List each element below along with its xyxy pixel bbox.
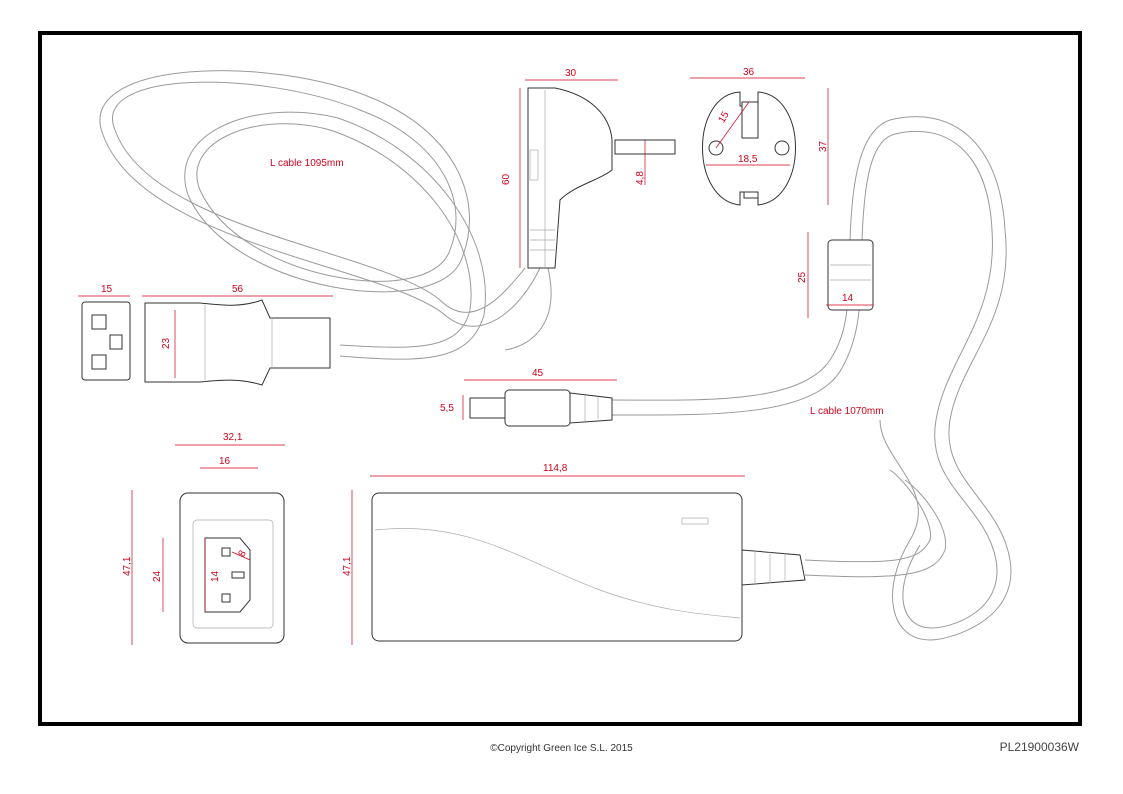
dim-c13-height: 23 <box>161 337 172 349</box>
c13-front <box>81 301 131 381</box>
c13-side <box>144 299 331 386</box>
label-dc-cable-length: L cable 1070mm <box>810 406 884 417</box>
dim-body-length: 114,8 <box>543 463 568 474</box>
euro-plug-side <box>527 87 676 269</box>
dim-ferrite-diameter: 14 <box>842 293 854 304</box>
schuko-dims: 36 37 18,5 15 <box>690 67 829 205</box>
dim-body-height: 47,1 <box>342 556 353 576</box>
plug-side-dims: 30 60 4,8 <box>501 68 646 268</box>
dim-dc-length: 45 <box>532 368 544 379</box>
dc-plug-dims: 45 5,5 <box>440 368 617 420</box>
inlet-dims: 32,1 16 47,1 24 14 8 <box>122 432 285 645</box>
body-dims: 114,8 47,1 <box>342 463 745 645</box>
c13-dims: 15 56 23 <box>78 284 333 378</box>
dim-inlet-height: 47,1 <box>122 556 133 576</box>
part-number: PL21900036W <box>999 740 1079 754</box>
dim-c13-length: 56 <box>232 284 244 295</box>
copyright-text: ©Copyright Green Ice S.L. 2015 <box>490 743 633 754</box>
dim-pin-diameter: 4,8 <box>635 171 646 185</box>
dim-c13-width: 15 <box>101 284 113 295</box>
dim-pin-spacing: 18,5 <box>738 154 758 165</box>
dim-face-width: 36 <box>743 67 755 78</box>
drawing-frame <box>38 31 1082 726</box>
dim-plug-height: 60 <box>501 173 512 185</box>
label-ac-cable-length: L cable 1095mm <box>270 158 344 169</box>
dim-socket-height: 14 <box>210 570 221 582</box>
adapter-inlet-view <box>179 492 285 644</box>
dim-socket-depth: 8 <box>237 548 250 559</box>
dim-inlet-inner-height: 24 <box>152 570 163 582</box>
schuko-plug-face <box>702 91 796 206</box>
dim-plug-width: 30 <box>565 68 577 79</box>
dc-plug <box>469 389 613 427</box>
dim-face-height: 37 <box>818 140 829 152</box>
adapter-body <box>371 492 806 642</box>
ac-cable <box>99 70 552 360</box>
ferrite-core <box>827 239 874 311</box>
dim-inlet-width: 32,1 <box>223 432 243 443</box>
dim-pin-offset: 15 <box>717 109 732 125</box>
dim-inlet-inner-width: 16 <box>219 456 231 467</box>
dim-dc-diameter: 5,5 <box>440 403 454 414</box>
dc-cable <box>611 116 1012 641</box>
dim-ferrite-length: 25 <box>797 271 808 283</box>
ferrite-dims: 25 14 <box>797 232 873 318</box>
